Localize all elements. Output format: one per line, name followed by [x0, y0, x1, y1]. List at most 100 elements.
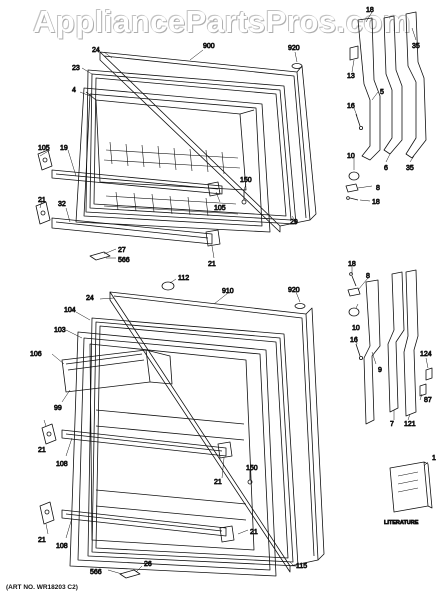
callout-27: 27: [118, 247, 126, 254]
fresh-food-cap-112[interactable]: [161, 281, 175, 291]
art-number: (ART NO. WR18203 C2): [6, 584, 78, 591]
fresh-food-shelf-bar-upper[interactable]: [61, 429, 227, 457]
callout-920-top: 920: [288, 45, 300, 52]
callout-112: 112: [178, 275, 189, 282]
callout-910: 910: [222, 288, 234, 295]
callout-9: 9: [378, 367, 382, 374]
callout-920-bottom: 920: [288, 287, 300, 294]
fresh-food-part-8[interactable]: [347, 287, 361, 297]
fresh-food-shelf-end-cap-right-lower[interactable]: [219, 525, 235, 543]
callout-13: 13: [347, 73, 355, 80]
callout-5: 5: [380, 89, 384, 96]
freezer-outer-door-panel[interactable]: [99, 51, 317, 233]
freezer-part-8[interactable]: [345, 183, 359, 193]
callout-7: 7: [390, 421, 394, 428]
callout-24-top: 24: [92, 47, 100, 54]
fresh-food-shelf-end-cap-left-lower[interactable]: [39, 501, 55, 525]
callout-566-top: 566: [118, 257, 130, 264]
callout-150-bottom: 150: [246, 465, 258, 472]
freezer-door-liner[interactable]: [75, 87, 271, 233]
callout-108-lower: 108: [56, 543, 68, 550]
freezer-door-shelf-grid: [103, 141, 241, 217]
freezer-plug-920[interactable]: [291, 63, 303, 69]
freezer-screw-18-lower[interactable]: [346, 196, 359, 201]
fresh-food-shelf-end-cap-left-upper[interactable]: [41, 423, 57, 445]
fresh-food-door-assembly: [39, 281, 325, 579]
callout-24-bottom: 24: [86, 295, 94, 302]
callout-23: 23: [72, 65, 80, 72]
callout-8-top: 8: [376, 185, 380, 192]
fresh-food-door-liner[interactable]: [69, 331, 277, 577]
fresh-food-handle-7[interactable]: [387, 271, 405, 413]
fresh-food-part-87[interactable]: [419, 383, 427, 397]
callout-105-right: 105: [214, 205, 226, 212]
freezer-part-10[interactable]: [348, 171, 360, 181]
callout-16-bottom: 16: [350, 337, 358, 344]
callout-6: 6: [384, 165, 388, 172]
freezer-cap-13[interactable]: [349, 45, 359, 61]
callout-18-lower: 18: [372, 199, 380, 206]
callout-106: 106: [30, 351, 42, 358]
callout-19: 19: [60, 145, 68, 152]
fresh-food-door-gasket[interactable]: [87, 317, 299, 567]
fresh-food-part-10[interactable]: [348, 307, 360, 317]
callout-124: 124: [420, 351, 432, 358]
callout-108-upper: 108: [56, 461, 68, 468]
callout-35-lower: 35: [406, 165, 414, 172]
fresh-food-plug-920[interactable]: [294, 303, 306, 309]
fresh-food-bracket-26[interactable]: [119, 569, 141, 579]
callout-numbers: 900 920 24 23 4 105 19 21 32 27 566 21 1…: [30, 7, 437, 577]
callout-87: 87: [424, 397, 432, 404]
callout-4: 4: [72, 87, 76, 94]
callout-900: 900: [203, 43, 215, 50]
callout-18-top: 18: [366, 7, 374, 14]
freezer-shelf-end-cap-left-lower[interactable]: [35, 201, 51, 225]
watermark: AppliancePartsPros.com: [33, 4, 411, 39]
freezer-door-shelf-bar[interactable]: [51, 169, 223, 195]
freezer-bracket-27[interactable]: [89, 251, 111, 261]
callout-32: 32: [58, 201, 66, 208]
freezer-screw-150[interactable]: [241, 190, 247, 205]
fresh-food-screw-16[interactable]: [355, 343, 363, 360]
callout-26: 26: [144, 561, 152, 568]
literature-booklet[interactable]: [389, 461, 433, 513]
fresh-food-handle-hinge-assembly: [347, 269, 433, 513]
freezer-shelf-end-cap-left[interactable]: [37, 149, 53, 171]
fresh-food-handle-121[interactable]: [403, 269, 419, 417]
freezer-handle-6[interactable]: [383, 15, 403, 155]
fresh-food-part-124[interactable]: [425, 367, 433, 381]
callout-18-bottom: 18: [348, 261, 356, 268]
callout-150-top: 150: [240, 177, 252, 184]
freezer-handle-35-upper[interactable]: [405, 11, 427, 159]
fresh-food-shelf-bar-lower[interactable]: [61, 509, 227, 537]
freezer-lower-shelf-bar[interactable]: [51, 217, 213, 245]
callout-8-bottom: 8: [366, 273, 370, 280]
callout-21-fresh-left-upper: 21: [38, 447, 46, 454]
callout-29: 29: [290, 219, 298, 226]
callout-115: 115: [296, 563, 307, 570]
callout-121: 121: [404, 421, 416, 428]
freezer-handle-strip-5[interactable]: [357, 17, 381, 161]
leader-lines: [39, 11, 429, 575]
dairy-compartment-door[interactable]: [61, 349, 173, 393]
callout-21-fresh-right-lower: 21: [250, 529, 258, 536]
fresh-food-screw-18[interactable]: [349, 272, 357, 287]
callout-16-top: 16: [347, 103, 355, 110]
callout-566-bottom: 566: [90, 569, 102, 576]
literature-label: LITERATURE: [384, 520, 419, 526]
callout-21-fresh-right-upper: 21: [214, 479, 222, 486]
callout-21-freezer-left: 21: [38, 197, 46, 204]
fresh-food-outer-door-panel[interactable]: [109, 291, 325, 573]
fresh-food-handle-strip-9[interactable]: [363, 279, 381, 425]
freezer-shelf-end-cap-right[interactable]: [207, 181, 221, 197]
callout-10-top: 10: [347, 153, 355, 160]
callout-21-fresh-left-lower: 21: [38, 537, 46, 544]
freezer-shelf-end-cap-right-lower[interactable]: [205, 229, 221, 247]
fresh-food-shelf-end-cap-right-upper[interactable]: [217, 441, 233, 459]
callout-35-top: 35: [412, 43, 420, 50]
freezer-screw-16[interactable]: [355, 113, 363, 131]
callout-104: 104: [64, 307, 76, 314]
callout-10-bottom: 10: [352, 325, 360, 332]
callout-1: 1: [432, 455, 436, 462]
